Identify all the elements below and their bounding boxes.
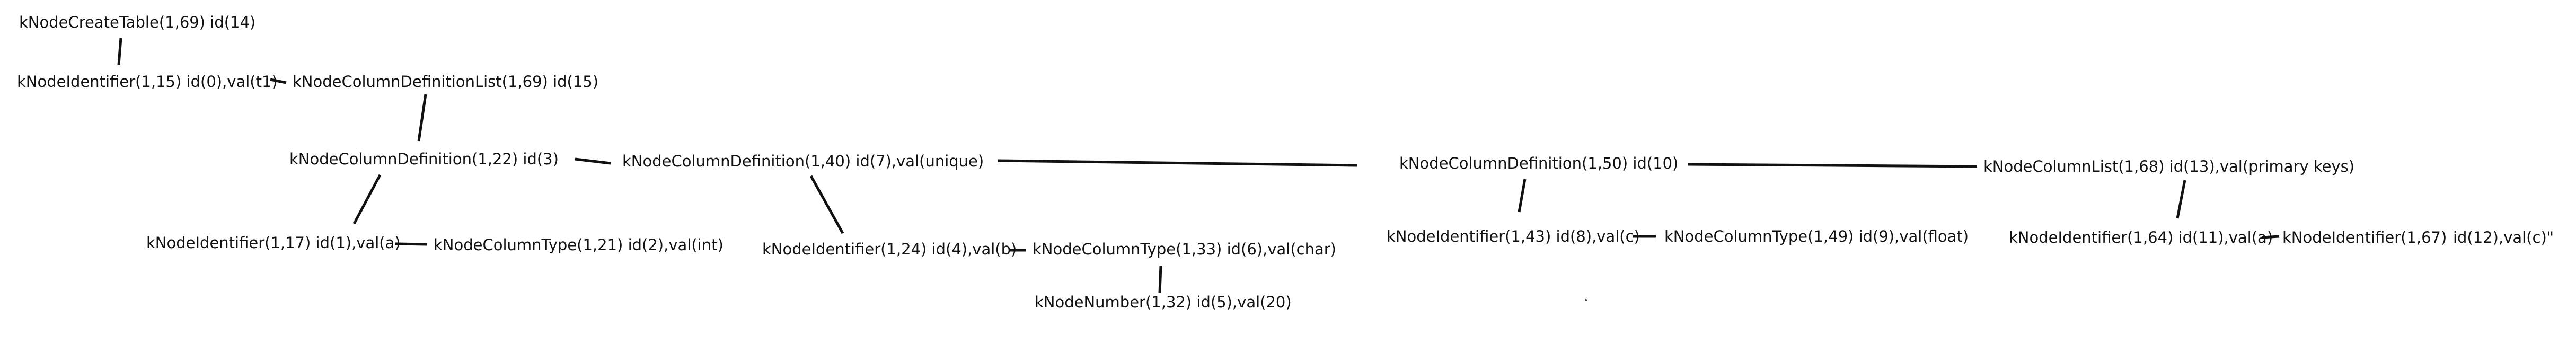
edge-columnlist-identifier-pk-a xyxy=(2176,180,2186,219)
node-column-definition-10: kNodeColumnDefinition(1,50) id(10) xyxy=(1399,154,1679,172)
edge-definitionlist-definition-3 xyxy=(417,94,427,142)
edge-columntype-char-number-20 xyxy=(1158,266,1162,293)
node-identifier-a: kNodeIdentifier(1,17) id(1),val(a) xyxy=(146,234,401,252)
edge-definition-3-identifier-a xyxy=(352,174,382,225)
stray-dot xyxy=(1585,299,1587,301)
node-identifier-pk-c-value: id(12),val(c)" xyxy=(2453,228,2554,247)
node-identifier-c: kNodeIdentifier(1,43) id(8),val(c) xyxy=(1387,227,1640,245)
node-identifier-t1: kNodeIdentifier(1,15) id(0),val(t1) xyxy=(17,73,278,91)
node-column-definition-3: kNodeColumnDefinition(1,22) id(3) xyxy=(289,150,559,168)
edge-createtable-identifier-t1 xyxy=(117,38,122,65)
node-identifier-pk-c: kNodeIdentifier(1,67) xyxy=(2282,228,2447,247)
node-column-list-primary-keys: kNodeColumnList(1,68) id(13),val(primary… xyxy=(1983,157,2355,175)
node-identifier-pk-a: kNodeIdentifier(1,64) id(11),val(a) xyxy=(2009,228,2273,247)
edge-identifier-pk-a-identifier-pk-c xyxy=(2261,235,2280,239)
node-column-type-int: kNodeColumnType(1,21) id(2),val(int) xyxy=(434,236,724,254)
node-column-definition-7: kNodeColumnDefinition(1,40) id(7),val(un… xyxy=(622,152,984,170)
node-number-20: kNodeNumber(1,32) id(5),val(20) xyxy=(1035,293,1292,311)
node-column-definition-list: kNodeColumnDefinitionList(1,69) id(15) xyxy=(293,73,599,91)
edge-definition-7-identifier-b xyxy=(809,175,844,234)
node-identifier-b: kNodeIdentifier(1,24) id(4),val(b) xyxy=(762,240,1017,258)
node-column-type-float: kNodeColumnType(1,49) id(9),val(float) xyxy=(1664,227,1969,245)
node-column-type-char: kNodeColumnType(1,33) id(6),val(char) xyxy=(1033,240,1336,258)
edge-definition-3-definition-7 xyxy=(575,157,611,165)
edge-definition-10-identifier-c xyxy=(1518,179,1527,213)
edge-definition-10-columnlist xyxy=(1687,163,1978,168)
edge-identifier-t1-definitionlist xyxy=(270,78,287,84)
node-create-table: kNodeCreateTable(1,69) id(14) xyxy=(19,13,256,31)
edge-definition-7-definition-10 xyxy=(998,159,1357,167)
